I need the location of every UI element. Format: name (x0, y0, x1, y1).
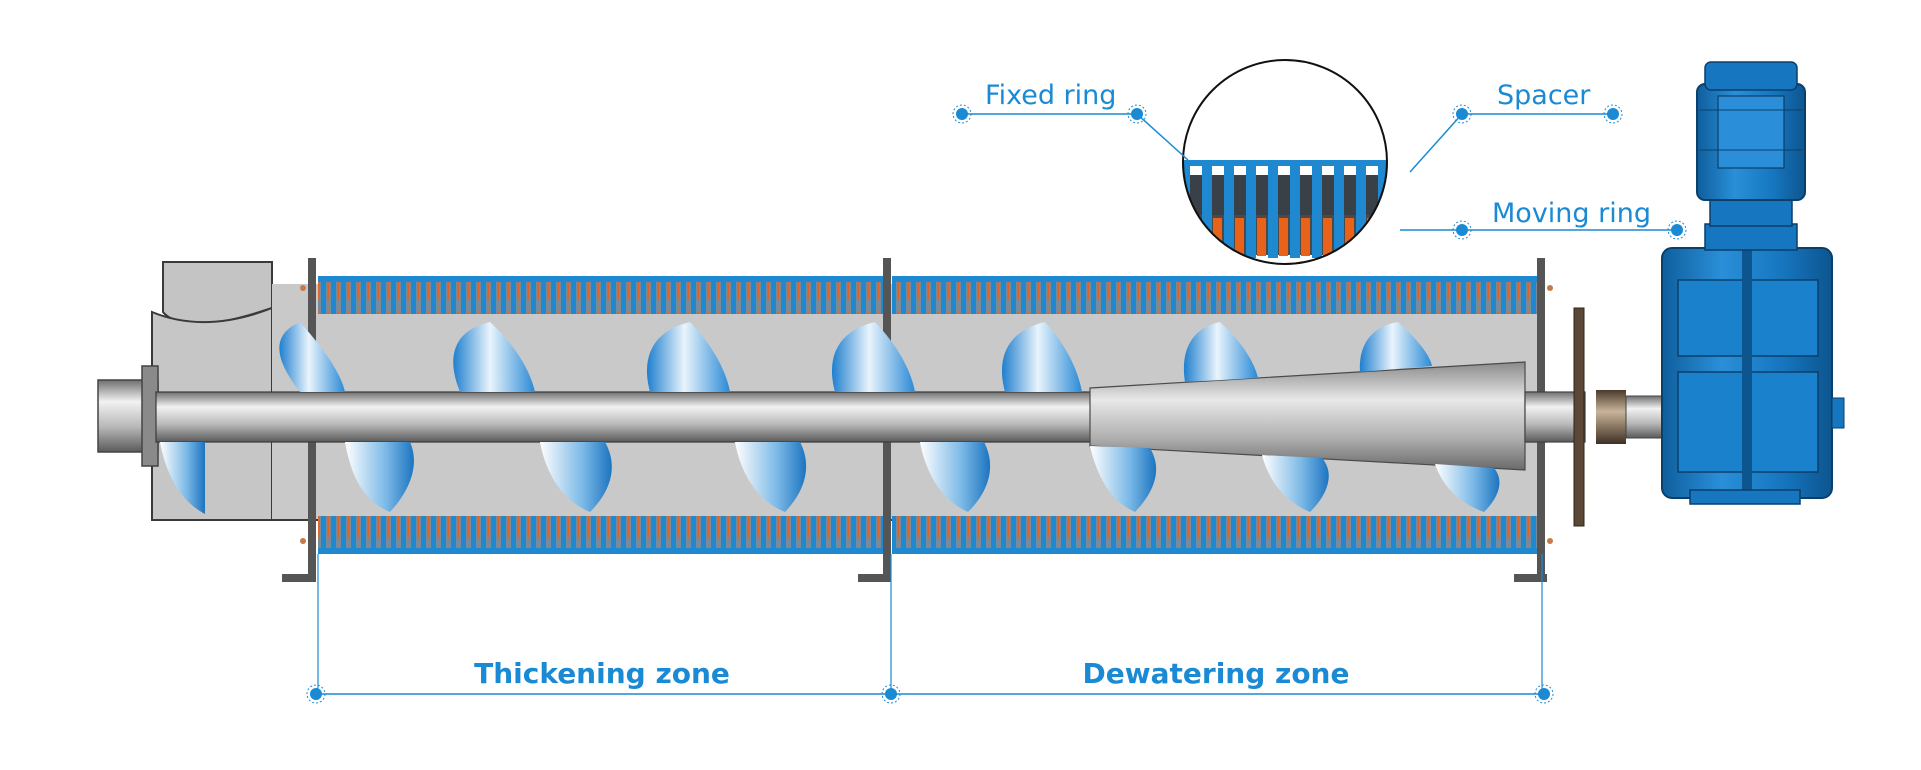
screw-flights (160, 322, 1500, 514)
fixed-ring-tooth (1312, 160, 1322, 258)
screw-shaft (97, 307, 1693, 527)
callout-fixed-ring: Fixed ring (952, 80, 1189, 161)
fixed-ring-tooth (1183, 160, 1190, 258)
moving-ring-tooth (1213, 218, 1222, 256)
ring-stack-bottom (318, 516, 1537, 554)
moving-ring-tooth (1235, 218, 1244, 256)
drive-motor-gearbox (1661, 61, 1845, 505)
fixed-ring-tooth (1290, 160, 1300, 258)
spacer-label: Spacer (1497, 80, 1591, 111)
fixed-ring-tooth (1356, 160, 1366, 258)
ring-stack-top (318, 276, 1537, 314)
fixed-ring-tooth (1224, 160, 1234, 258)
moving-ring-tooth (1345, 218, 1354, 256)
tapered-shaft-cone (1089, 361, 1526, 471)
fixed-ring-tooth (1400, 160, 1410, 258)
fixed-ring-tooth (1246, 160, 1256, 258)
moving-ring-tooth (1279, 218, 1288, 256)
moving-ring-label: Moving ring (1492, 198, 1651, 229)
moving-ring-tooth (1257, 218, 1266, 256)
fixed-ring-tooth (1268, 160, 1278, 258)
fixed-ring-tooth (1202, 160, 1212, 258)
fixed-ring-tooth (1334, 160, 1344, 258)
moving-ring-tooth (1367, 218, 1376, 256)
moving-ring-tooth (1323, 218, 1332, 256)
moving-ring-tooth (1389, 218, 1398, 256)
thickening-zone-label: Thickening zone (474, 657, 730, 690)
callout-spacer: Spacer (1409, 80, 1623, 173)
zone-dimensions: Thickening zone Dewatering zone (306, 554, 1554, 704)
moving-ring-tooth (1191, 218, 1200, 256)
callout-moving-ring: Moving ring (1400, 198, 1687, 240)
dewatering-zone-label: Dewatering zone (1083, 657, 1350, 690)
moving-ring-tooth (1411, 218, 1420, 256)
end-disc (1573, 307, 1585, 527)
fixed-ring-label: Fixed ring (985, 80, 1116, 111)
magnifier-lens (1182, 59, 1420, 265)
moving-ring-tooth (1301, 218, 1310, 256)
